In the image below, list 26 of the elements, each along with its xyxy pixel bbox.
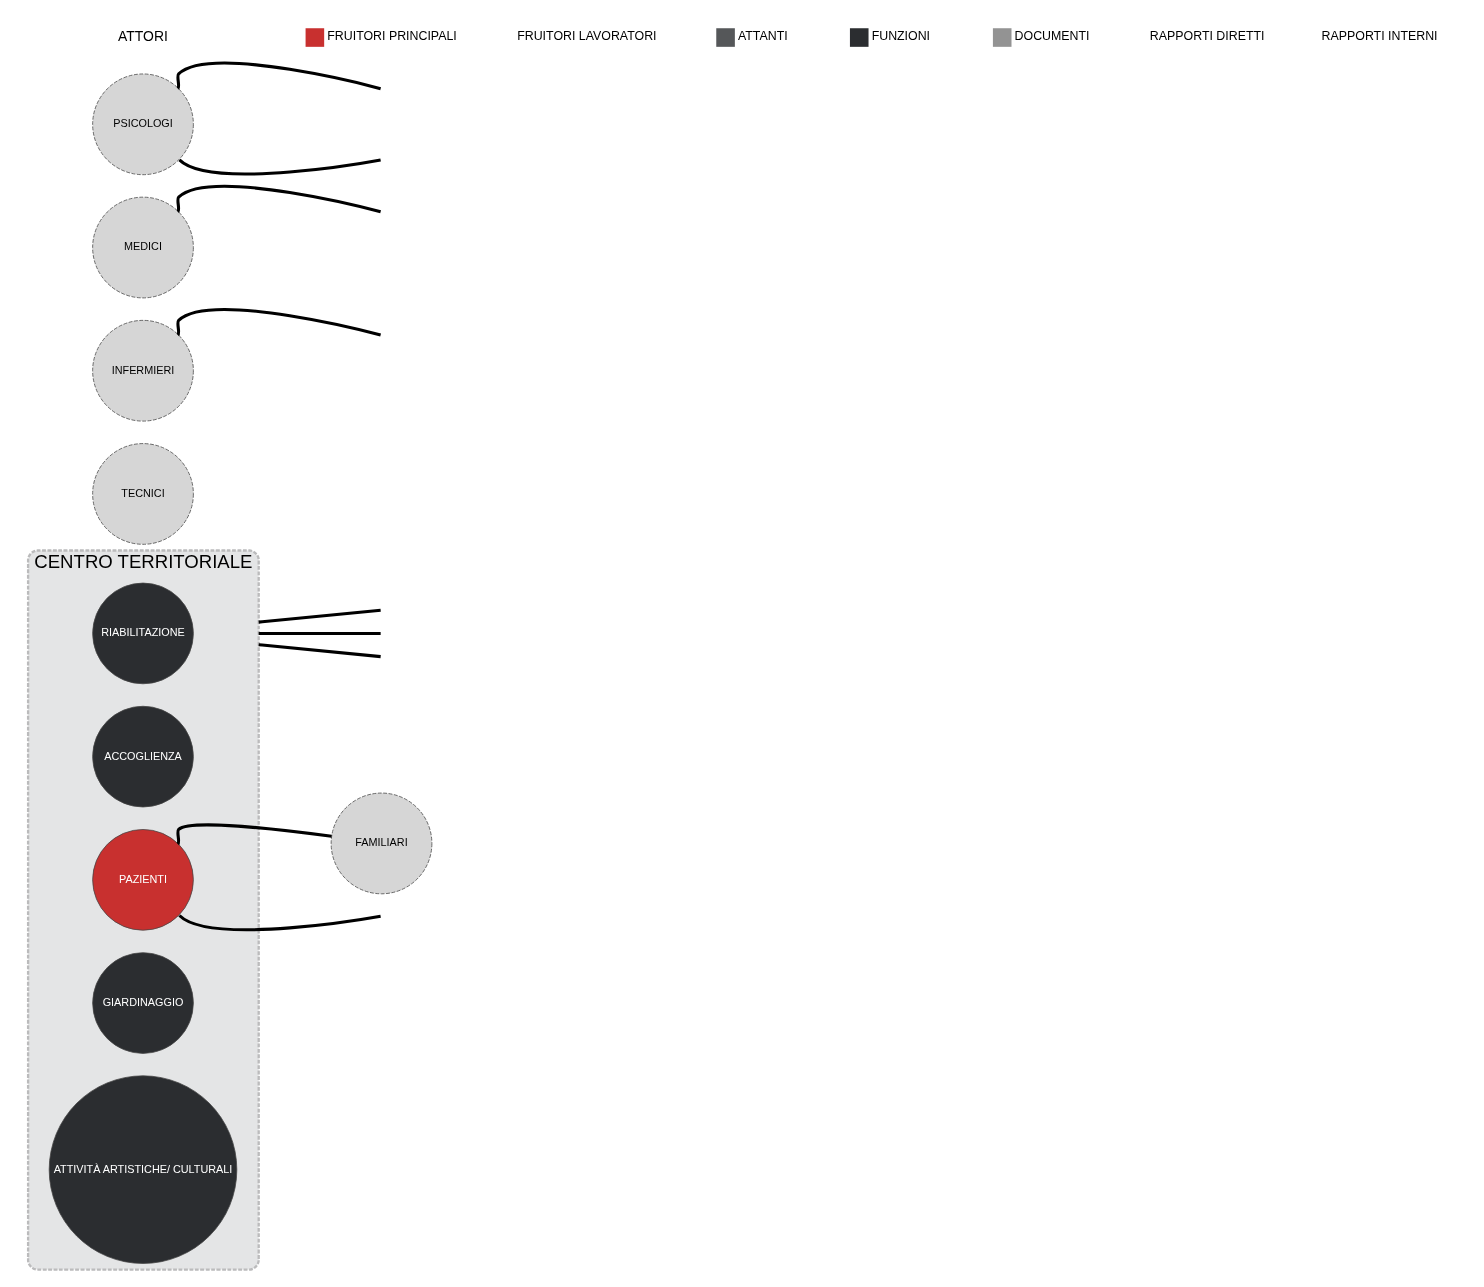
connector [178,158,381,176]
connector [178,914,381,932]
label: ATTORI [118,27,168,44]
node-circle: FAMILIARI [330,792,433,895]
node-circle: RIABILITAZIONE [92,582,194,685]
legend-label: RAPPORTI DIRETTI [1149,29,1265,44]
connector [176,184,381,214]
legend-label: FUNZIONI [871,29,931,44]
connector [258,643,381,659]
connector [176,61,381,91]
node-circle: PSICOLOGI [92,73,194,176]
legend-label: ATTANTI [737,29,788,44]
node-circle: ACCOGLIENZA [92,705,194,808]
legend-label: DOCUMENTI [1014,29,1090,44]
legend-label: RAPPORTI INTERNI [1321,29,1438,44]
node-circle: MEDICI [92,196,194,299]
legend-label: FRUITORI PRINCIPALI [327,29,457,44]
node-circle: INFERMIERI [92,320,194,422]
node-circle: PAZIENTI [92,829,194,931]
connector [258,631,381,635]
node-circle: GIARDINAGGIO [92,952,194,1054]
connector [176,308,381,337]
node-circle: TECNICI [92,443,194,545]
legend-label: FRUITORI LAVORATORI [517,29,657,44]
node-circle: ATTIVITÀ ARTISTICHE/ CULTURALI [48,1075,238,1264]
connector [258,608,381,624]
